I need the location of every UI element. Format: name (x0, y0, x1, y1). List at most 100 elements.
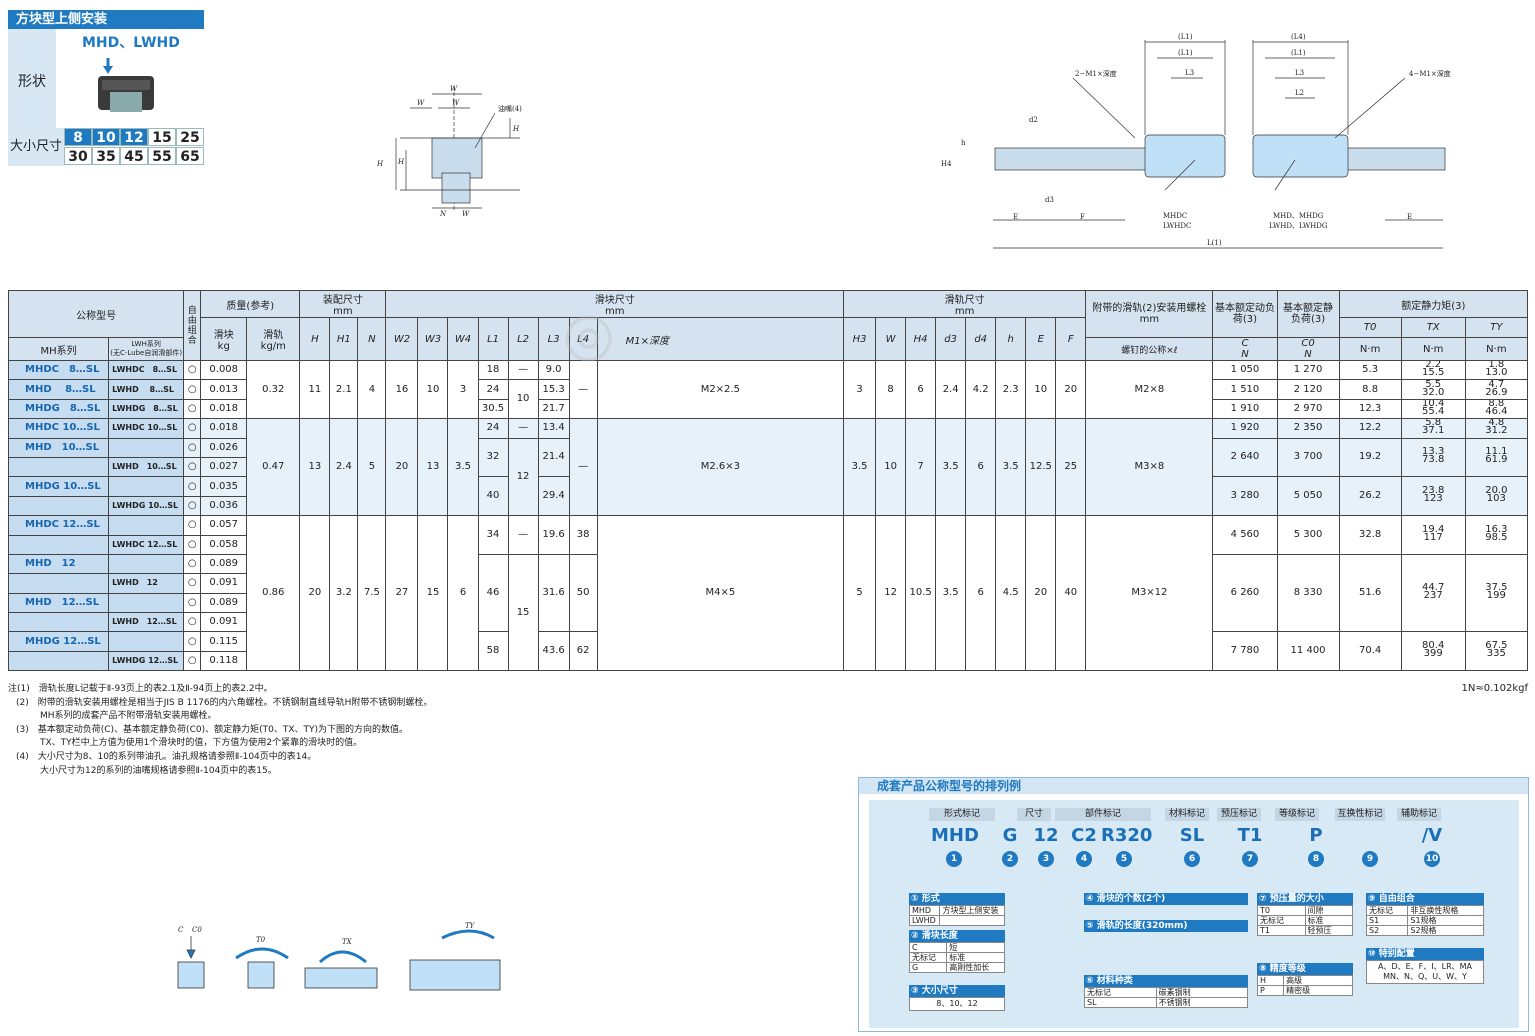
legend-cell: 间隙 (1304, 905, 1353, 916)
ty-double: 26.9 (1485, 386, 1508, 398)
legend-cell: 无标记 (1084, 987, 1157, 998)
legend-value: 8、10、12 (909, 997, 1005, 1011)
L1-cell: 46 (477, 553, 509, 633)
ty-single: 8.8 (1488, 399, 1505, 409)
free-combo-cell: ○ (183, 476, 202, 497)
block-mass-cell: 0.018 (200, 418, 248, 439)
T0-cell: 12.2 (1338, 418, 1402, 439)
svg-text:H: H (512, 125, 520, 133)
tx-double: 117 (1423, 532, 1443, 544)
note-line: (4) 大小尺寸为8、10的系列带油孔。油孔规格请参照Ⅱ-104页中的表14。 (16, 751, 317, 762)
tx-single: 80.4 (1422, 640, 1445, 652)
table-cell: 20 (1025, 515, 1057, 672)
table-cell: 6 (905, 359, 937, 420)
notes: 注(1) 滑轨长度L记载于Ⅱ-93页上的表2.1及Ⅱ-94页上的表2.2中。(2… (8, 683, 528, 778)
free-header: 自由组合 (183, 290, 202, 361)
table-cell: 6 (965, 515, 997, 672)
lwh-model-cell: LWHD 10…SL (108, 456, 185, 478)
svg-text:L3: L3 (1295, 69, 1304, 77)
legend-title: ⑦ 预压量的大小 (1257, 893, 1353, 905)
table-cell: — (507, 515, 539, 555)
legend-cell: 精密级 (1283, 985, 1353, 996)
code-part: /V (1421, 825, 1443, 846)
legend-cell (939, 915, 1005, 926)
legend-title: ⑧ 精度等级 (1257, 963, 1353, 975)
T0-cell: 51.6 (1338, 553, 1402, 633)
mh-model-cell (7, 456, 110, 478)
L3-cell: 13.4 (537, 418, 570, 439)
table-row: LWHDG 12…SL○0.118 (7, 650, 1528, 672)
ty-single: 1.8 (1488, 360, 1505, 371)
note-line: MH系列的成套产品不附带滑轨安装用螺栓。 (40, 711, 217, 722)
table-cell: 12.5 (1025, 418, 1057, 517)
C-cell: 1 910 (1212, 398, 1278, 420)
lwh-model-cell: LWHD 12 (108, 573, 185, 594)
table-row: LWHD 12○0.091 (7, 573, 1528, 594)
col-d3: d3 (935, 317, 967, 361)
svg-text:(L1): (L1) (1178, 33, 1193, 41)
lwh-model-cell: LWHDG 10…SL (108, 495, 185, 517)
svg-text:d2: d2 (1029, 116, 1038, 124)
table-cell: 10 (507, 379, 539, 420)
block-mass-cell: 0.091 (200, 573, 248, 594)
svg-text:MHDC: MHDC (1163, 212, 1187, 220)
size-cell: 65 (176, 147, 204, 165)
code-number-badge: 10 (1424, 851, 1440, 867)
code-number-badge: 3 (1038, 851, 1054, 867)
table-cell: 10.5 (905, 515, 937, 672)
free-combo-cell: ○ (183, 631, 202, 652)
code-number-badge: 8 (1308, 851, 1324, 867)
svg-text:E: E (1407, 213, 1412, 221)
table-cell: 16 (385, 359, 419, 420)
code-number-badge: 1 (946, 851, 962, 867)
code-number-badge: 6 (1184, 851, 1200, 867)
mh-header: MH系列 (7, 337, 110, 361)
L3-cell: 9.0 (537, 359, 570, 381)
col-d4: d4 (965, 317, 997, 361)
free-combo-cell: ○ (183, 359, 202, 381)
C0-cell: 2 350 (1276, 418, 1340, 439)
col-h: h (995, 317, 1027, 361)
block-mass-cell: 0.035 (200, 476, 248, 497)
legend-title: ④ 滑块的个数(2个) (1084, 893, 1248, 905)
C-cell: 1 510 (1212, 379, 1278, 400)
table-cell: 10 (875, 418, 907, 517)
tx-single: 19.4 (1422, 524, 1445, 536)
C0-cell: 2 970 (1276, 398, 1340, 420)
table-cell: 6 (447, 515, 479, 672)
block-mass-cell: 0.026 (200, 437, 248, 458)
size-label: 大小尺寸 (8, 128, 64, 166)
lwh-model-cell (108, 437, 185, 458)
free-combo-cell: ○ (183, 495, 202, 517)
table-cell: 27 (385, 515, 419, 672)
svg-text:H: H (376, 160, 384, 168)
T0-cell: 26.2 (1338, 476, 1402, 517)
svg-text:d3: d3 (1045, 196, 1054, 204)
code-label: 互换性标记 (1335, 808, 1385, 821)
mh-model-cell (7, 573, 110, 594)
legend-cell: 短 (946, 942, 1005, 953)
legend-cell: S2规格 (1407, 925, 1484, 936)
ty-double: 98.5 (1485, 532, 1508, 544)
T0-cell: 12.3 (1338, 398, 1402, 420)
svg-text:(L1): (L1) (1178, 49, 1193, 57)
table-cell: 7.5 (357, 515, 387, 672)
C-cell: 7 780 (1212, 631, 1278, 672)
table-cell: 11 (299, 359, 331, 420)
free-combo-cell: ○ (183, 573, 202, 594)
svg-text:L2: L2 (1295, 89, 1304, 97)
table-cell: 5 (843, 515, 877, 672)
size-cell: 10 (92, 128, 120, 146)
size-cell: 25 (176, 128, 204, 146)
table-cell: 3.5 (935, 418, 967, 517)
